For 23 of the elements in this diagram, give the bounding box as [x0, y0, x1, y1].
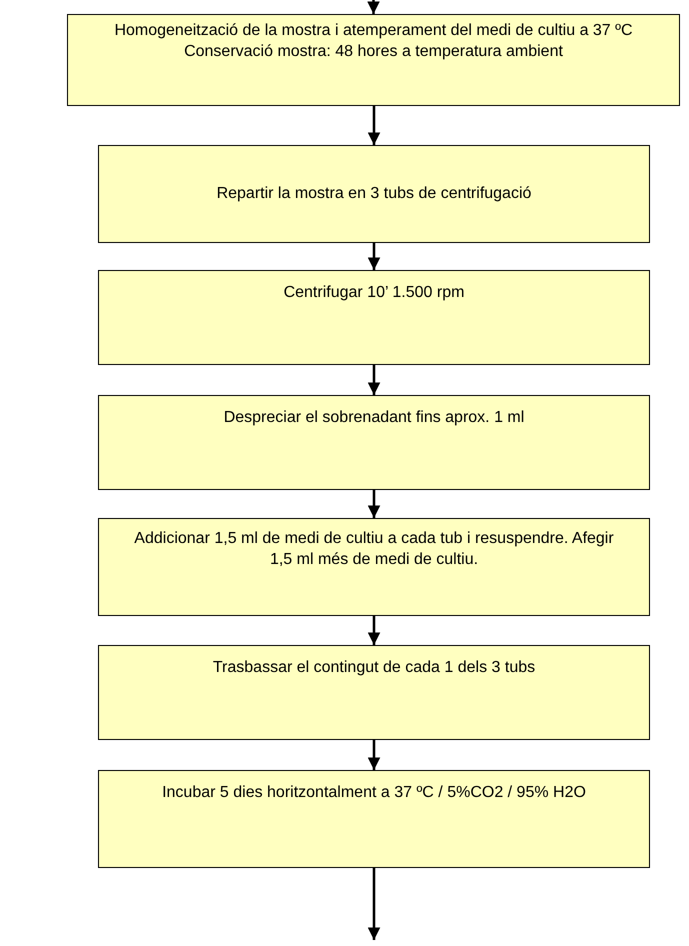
- step-text: Despreciar el sobrenadant fins aprox. 1 ml: [224, 408, 524, 428]
- arrow: [368, 868, 380, 940]
- step-text: Repartir la mostra en 3 tubs de centrifugació: [216, 184, 532, 204]
- process-box: [98, 645, 650, 740]
- arrow: [368, 365, 380, 395]
- arrow: [368, 490, 380, 518]
- process-box: [98, 518, 650, 616]
- step-text: Trasbassar el contingut de cada 1 dels 3 tubs: [212, 658, 536, 678]
- process-box: [98, 145, 650, 243]
- arrow: [368, 740, 380, 770]
- process-box: [98, 395, 650, 490]
- step-text: Incubar 5 dies horitzontalment a 37 ºC / 5%CO2 / 95% H2O: [162, 783, 586, 803]
- process-box: [98, 270, 650, 365]
- note-text: Conservació mostra: 48 hores a temperatura ambient: [184, 42, 563, 62]
- arrow: [368, 243, 380, 270]
- arrow: [367, 0, 380, 14]
- process-box: [98, 770, 650, 868]
- step-text: Addicionar 1,5 ml de medi de cultiu a cada tub i resuspendre. Afegir 1,5 ml més de medi de cultiu.: [133, 529, 615, 570]
- arrow: [368, 616, 380, 645]
- process-box: [67, 14, 680, 106]
- arrow: [368, 106, 380, 145]
- step-text: Centrifugar 10’ 1.500 rpm: [284, 283, 464, 303]
- step-text: Homogeneització de la mostra i atemperament del medi de cultiu a 37 ºC: [114, 21, 633, 41]
